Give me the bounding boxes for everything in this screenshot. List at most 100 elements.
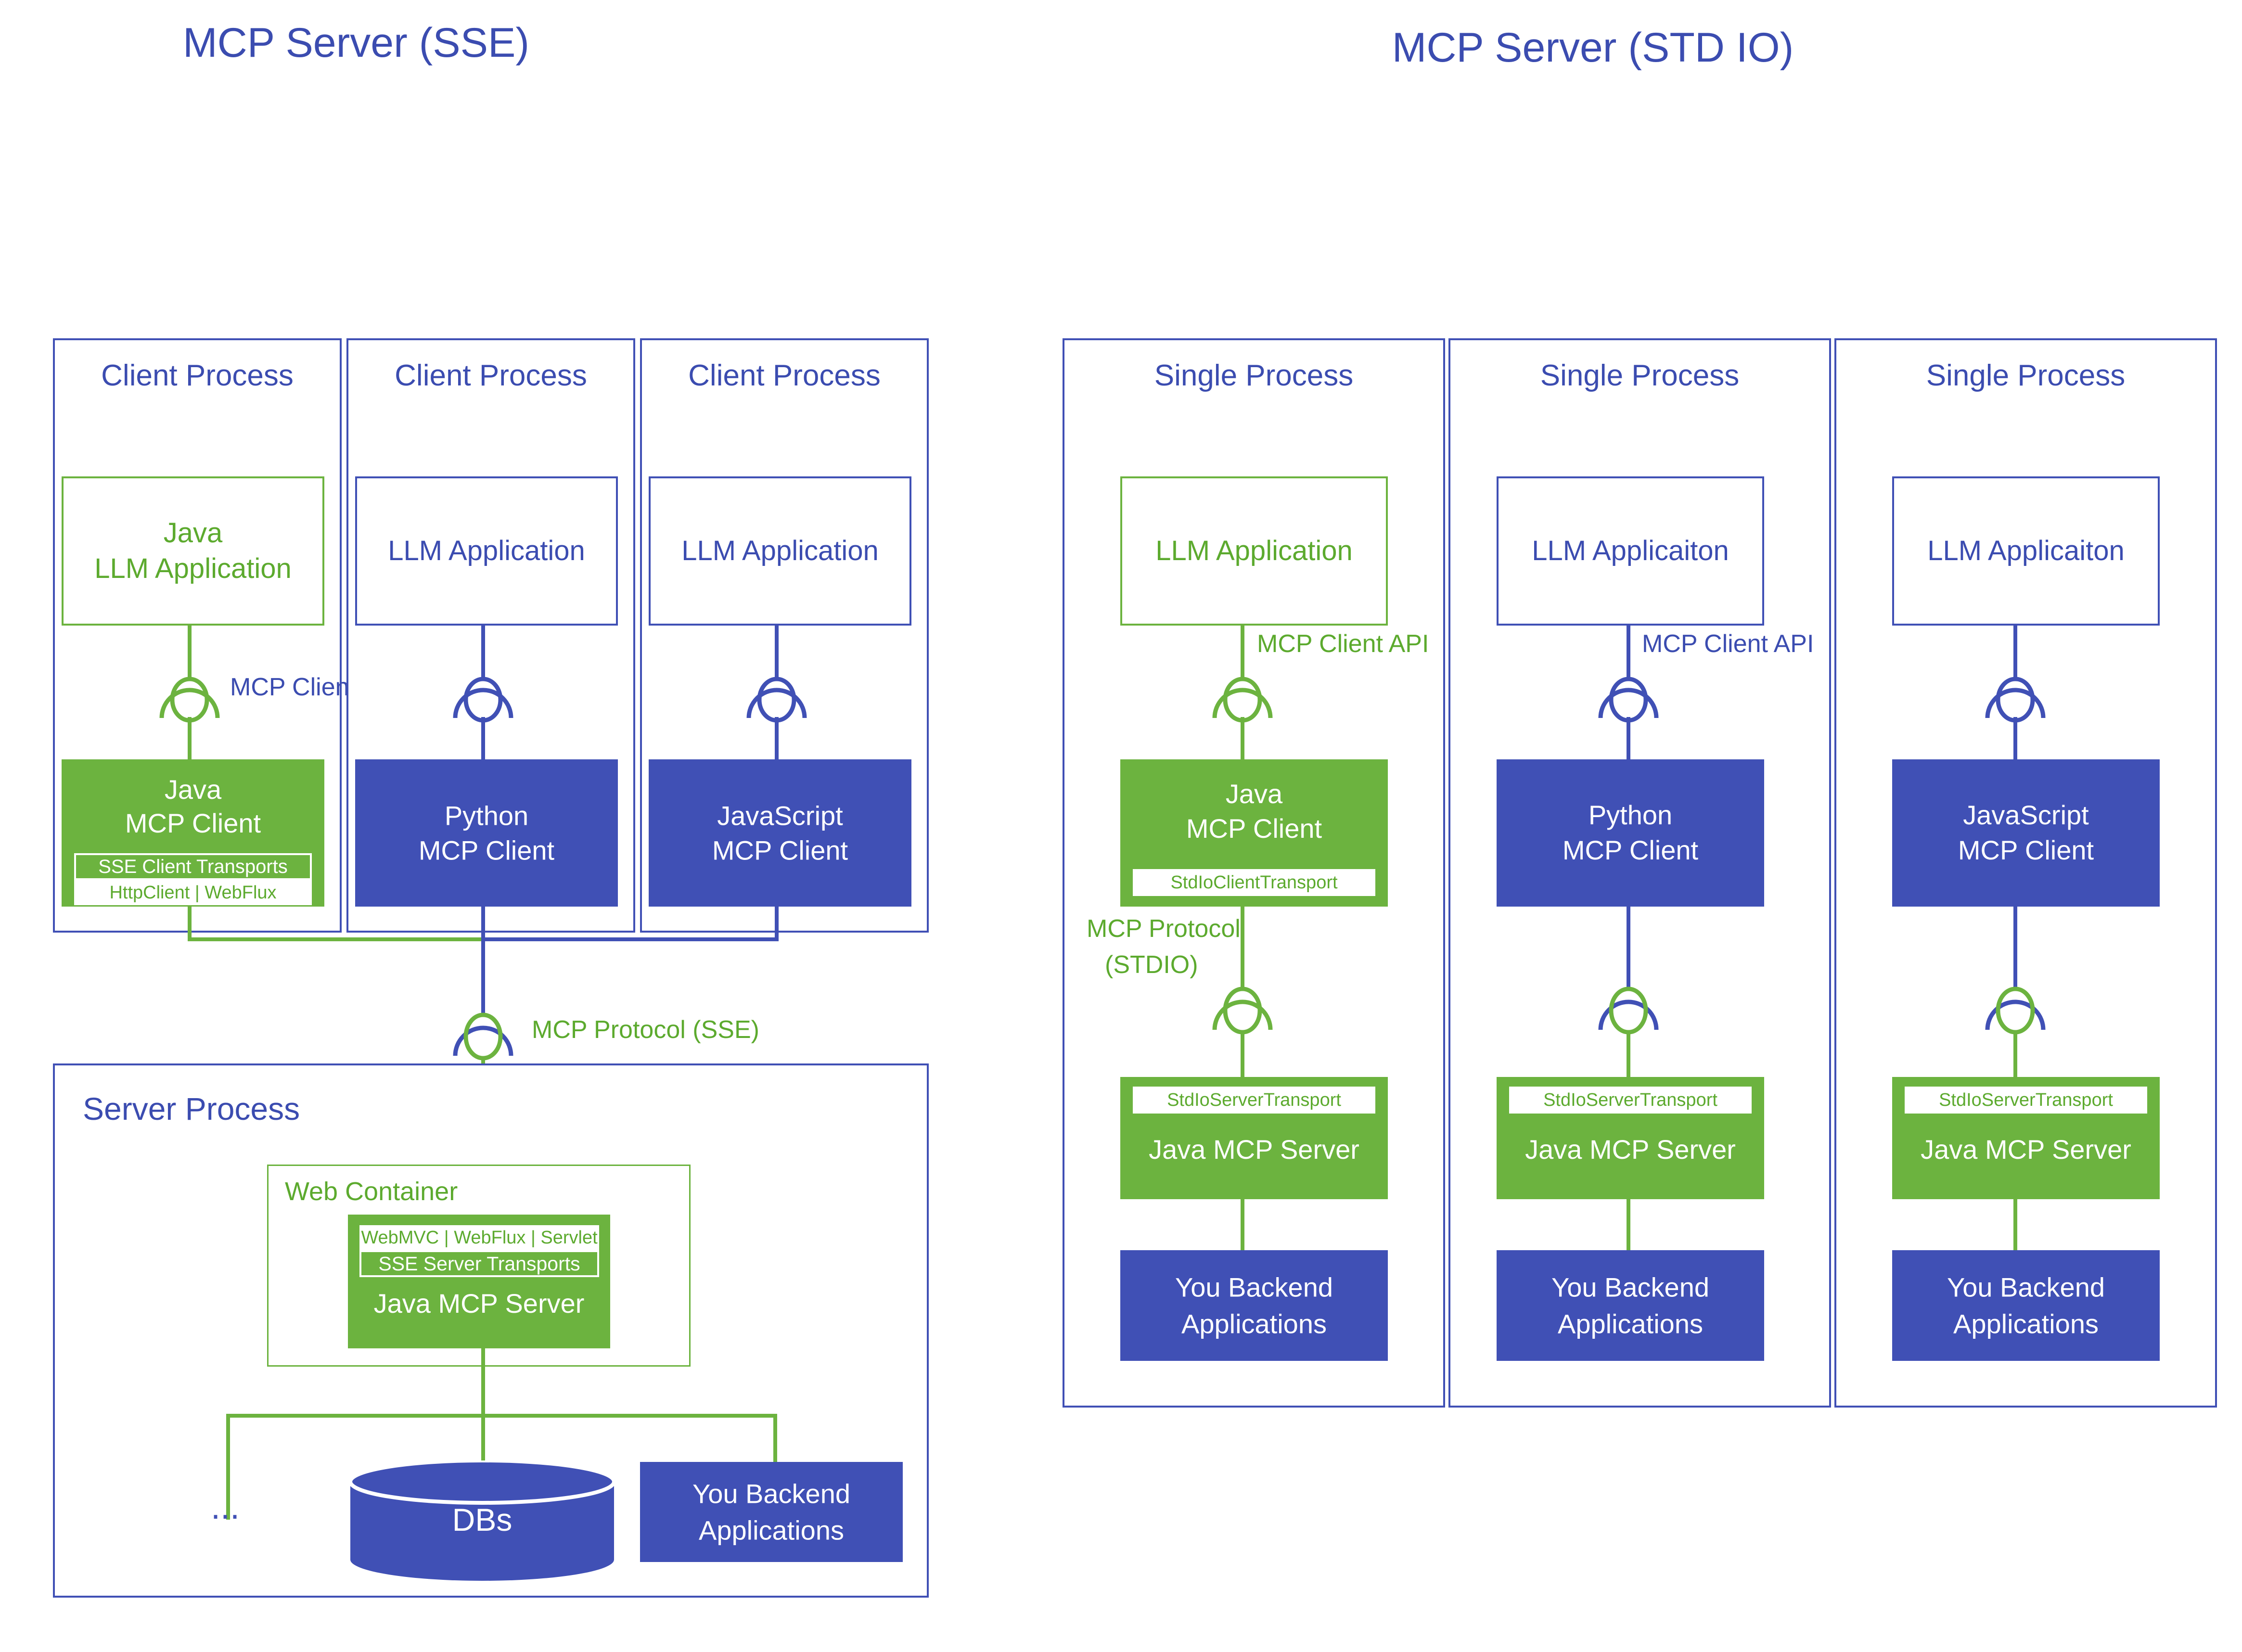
java-mcp-server-box-sse: WebMVC | WebFlux | Servlet SSE Server Tr… bbox=[348, 1215, 610, 1348]
connector-line-1a bbox=[188, 626, 192, 679]
java-mcp-server-name-sse: Java MCP Server bbox=[373, 1288, 585, 1319]
fanout-db-leg bbox=[481, 1414, 485, 1462]
llm-app-1-line2: LLM Application bbox=[94, 553, 292, 584]
fanout-left-leg bbox=[226, 1414, 230, 1520]
connector-line-3a bbox=[775, 626, 779, 679]
stdio-conn-2b bbox=[1627, 717, 1630, 759]
stdio-protocol-line-3b bbox=[2013, 1031, 2017, 1079]
stdio-client-transport-label: StdIoClientTransport bbox=[1170, 872, 1338, 893]
socket-ball-connector-stdio-3 bbox=[1985, 677, 2046, 723]
javascript-mcp-client-box: JavaScript MCP Client bbox=[649, 759, 911, 907]
java-llm-application-box-1: Java LLM Application bbox=[62, 476, 324, 626]
database-label: DBs bbox=[452, 1502, 512, 1537]
bus-drop-2 bbox=[481, 907, 485, 940]
server-fanout-horizontal bbox=[226, 1414, 777, 1418]
stdio-mcp-client-api-label-2: MCP Client API bbox=[1642, 630, 1814, 658]
bus-horizontal-green bbox=[188, 937, 486, 941]
stdio-protocol-label-1-line1: MCP Protocol bbox=[1087, 915, 1241, 943]
stdio-backend-box-1: You Backend Applications bbox=[1120, 1250, 1388, 1361]
stdio-server-transport-label-1: StdIoServerTransport bbox=[1167, 1089, 1341, 1110]
stdio-javascript-mcp-client-box: JavaScript MCP Client bbox=[1892, 759, 2160, 907]
stdio-conn-3a bbox=[2013, 626, 2017, 679]
stdio-server-transport-label-3: StdIoServerTransport bbox=[1939, 1089, 2113, 1110]
stdio-protocol-line-2b bbox=[1627, 1031, 1630, 1079]
title-stdio: MCP Server (STD IO) bbox=[1392, 25, 1794, 71]
stdio-backend-1-line1: You Backend bbox=[1175, 1272, 1333, 1303]
stdio-conn-1b bbox=[1241, 717, 1244, 759]
socket-ball-connector-2 bbox=[453, 677, 513, 723]
stdio-java-mcp-client-box: Java MCP Client StdIoClientTransport bbox=[1120, 759, 1388, 907]
bus-horizontal-blue bbox=[481, 937, 779, 941]
stdio-llm-app-3-label: LLM Applicaiton bbox=[1927, 535, 2125, 566]
stdio-conn-1a bbox=[1241, 626, 1244, 679]
stdio-java-mcp-server-box-2: StdIoServerTransport Java MCP Server bbox=[1497, 1077, 1764, 1199]
socket-ball-connector-stdio-protocol-1 bbox=[1212, 986, 1273, 1035]
stdio-java-mcp-server-box-3: StdIoServerTransport Java MCP Server bbox=[1892, 1077, 2160, 1199]
stdio-python-client-line2: MCP Client bbox=[1562, 835, 1699, 865]
socket-ball-connector-3 bbox=[746, 677, 807, 723]
socket-ball-connector-1 bbox=[159, 677, 220, 723]
connector-line-2b bbox=[481, 717, 485, 760]
python-mcp-client-line1: Python bbox=[444, 800, 529, 831]
backend-sse-line2: Applications bbox=[699, 1515, 844, 1545]
stdio-backend-box-2: You Backend Applications bbox=[1497, 1250, 1764, 1361]
client-process-1-label: Client Process bbox=[101, 359, 294, 392]
backend-sse-line1: You Backend bbox=[692, 1478, 850, 1509]
stdio-conn-2a bbox=[1627, 626, 1630, 679]
fanout-backend-leg bbox=[773, 1414, 777, 1462]
httpclient-webflux-label: HttpClient | WebFlux bbox=[109, 882, 277, 903]
bus-drop-1 bbox=[188, 907, 192, 940]
stdio-js-client-line2: MCP Client bbox=[1958, 835, 2094, 865]
stdio-java-mcp-server-name-3: Java MCP Server bbox=[1921, 1134, 2131, 1165]
sse-client-transports-strip: SSE Client Transports bbox=[74, 853, 312, 880]
python-mcp-client-line2: MCP Client bbox=[418, 835, 555, 865]
stdio-backend-2-line2: Applications bbox=[1558, 1308, 1703, 1339]
mcp-protocol-sse-label: MCP Protocol (SSE) bbox=[532, 1016, 759, 1044]
stdio-llm-app-1-label: LLM Application bbox=[1155, 535, 1353, 566]
javascript-mcp-client-line2: MCP Client bbox=[712, 835, 848, 865]
database-cylinder bbox=[348, 1460, 616, 1581]
stdio-java-mcp-server-name-2: Java MCP Server bbox=[1525, 1134, 1736, 1165]
socket-ball-connector-stdio-protocol-3 bbox=[1985, 986, 2046, 1035]
stdio-conn-3b bbox=[2013, 717, 2017, 759]
stdio-llm-application-box-2: LLM Applicaiton bbox=[1497, 476, 1764, 626]
single-process-3-label: Single Process bbox=[1926, 359, 2126, 392]
stdio-java-mcp-server-name-1: Java MCP Server bbox=[1149, 1134, 1359, 1165]
stdio-python-mcp-client-box: Python MCP Client bbox=[1497, 759, 1764, 907]
client-process-2-label: Client Process bbox=[395, 359, 587, 392]
sse-server-transports-strip: SSE Server Transports bbox=[359, 1250, 599, 1277]
stdio-python-client-line1: Python bbox=[1588, 800, 1673, 831]
java-mcp-client-box: Java MCP Client SSE Client Transports Ht… bbox=[62, 759, 324, 907]
stdio-protocol-line-1a bbox=[1241, 907, 1244, 988]
stdio-server-transport-label-2: StdIoServerTransport bbox=[1543, 1089, 1717, 1110]
web-container-label: Web Container bbox=[285, 1177, 458, 1206]
stdio-protocol-label-1-line2: (STDIO) bbox=[1105, 951, 1198, 979]
title-sse: MCP Server (SSE) bbox=[183, 20, 529, 66]
llm-application-box-2: LLM Application bbox=[355, 476, 618, 626]
stdio-java-mcp-server-box-1: StdIoServerTransport Java MCP Server bbox=[1120, 1077, 1388, 1199]
stdio-server-to-backend-line-2 bbox=[1627, 1199, 1630, 1252]
stdio-backend-2-line1: You Backend bbox=[1551, 1272, 1709, 1303]
python-mcp-client-box: Python MCP Client bbox=[355, 759, 618, 907]
llm-app-1-line1: Java bbox=[163, 517, 223, 549]
javascript-mcp-client-line1: JavaScript bbox=[717, 800, 843, 831]
backend-applications-box-sse: You Backend Applications bbox=[640, 1462, 903, 1562]
connector-line-1b bbox=[188, 717, 192, 760]
ellipsis-more-clients: ... bbox=[211, 1488, 240, 1526]
stdio-llm-application-box-3: LLM Applicaiton bbox=[1892, 476, 2160, 626]
socket-ball-connector-stdio-2 bbox=[1598, 677, 1659, 723]
server-down-line bbox=[481, 1348, 485, 1417]
stdio-protocol-line-2a bbox=[1627, 907, 1630, 988]
single-process-1-label: Single Process bbox=[1154, 359, 1354, 392]
single-process-2-label: Single Process bbox=[1540, 359, 1740, 392]
bus-trunk bbox=[481, 937, 485, 1014]
stdio-java-client-line2: MCP Client bbox=[1186, 813, 1322, 844]
stdio-server-transport-strip-2: StdIoServerTransport bbox=[1509, 1087, 1752, 1114]
stdio-backend-box-3: You Backend Applications bbox=[1892, 1250, 2160, 1361]
llm-app-2-label: LLM Application bbox=[388, 535, 585, 566]
llm-app-3-label: LLM Application bbox=[681, 535, 879, 566]
stdio-client-transport-strip: StdIoClientTransport bbox=[1133, 869, 1375, 896]
stdio-java-client-line1: Java bbox=[1225, 779, 1283, 809]
stdio-server-transport-strip-3: StdIoServerTransport bbox=[1905, 1087, 2147, 1114]
